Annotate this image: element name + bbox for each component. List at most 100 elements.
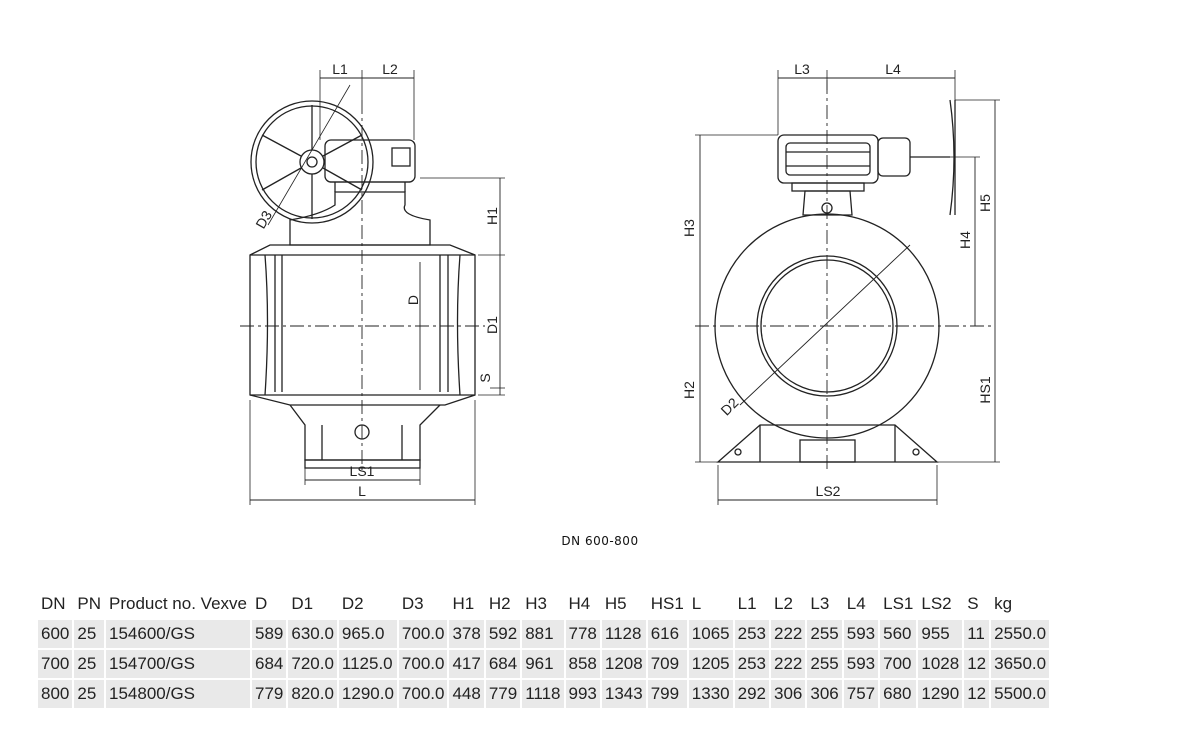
col-l4: L4 [846,594,866,613]
cell-d: 684 [251,650,287,678]
cell-dn: 800 [38,680,73,708]
cell-hs1: 709 [647,650,687,678]
cell-pn: 25 [74,680,104,708]
col-h5: H5 [604,594,627,613]
cell-l: 1330 [688,680,733,708]
cell-product-no: 154700/GS [106,650,250,678]
col-d2: D2 [341,594,364,613]
cell-d1: 820.0 [288,680,337,708]
col-d1: D1 [291,594,314,613]
front-view [240,70,505,505]
col-dn: DN [41,594,66,613]
cell-product-no: 154800/GS [106,680,250,708]
cell-h1: 378 [449,620,484,648]
cell-h3: 961 [522,650,564,678]
cell-h2: 684 [485,650,521,678]
side-view [695,70,1000,505]
label-S: S [477,373,493,382]
col-h1: H1 [452,594,475,613]
label-L2: L2 [382,61,398,77]
col-ls1: LS1 [883,594,914,613]
cell-h4: 993 [565,680,600,708]
cell-d2: 1290.0 [338,680,397,708]
cell-d1: 720.0 [288,650,337,678]
col-kg: kg [994,594,1013,613]
dimension-table: DN PN Product no. Vexve D D1 D2 D3 H1 H2… [36,590,1051,710]
cell-kg: 5500.0 [991,680,1050,708]
label-L4: L4 [885,61,901,77]
col-l: L [691,594,702,613]
col-l3: L3 [810,594,830,613]
label-LS2: LS2 [816,483,841,499]
cell-d: 589 [251,620,287,648]
cell-dn: 700 [38,650,73,678]
cell-ls2: 1028 [918,650,963,678]
cell-l3: 255 [807,620,842,648]
cell-l1: 292 [734,680,769,708]
label-L3: L3 [794,61,810,77]
cell-l3: 306 [807,680,842,708]
col-h4: H4 [568,594,591,613]
cell-h4: 858 [565,650,600,678]
col-product-no: Product no. Vexve [109,594,247,613]
label-D2: D2 [717,394,741,418]
cell-d1: 630.0 [288,620,337,648]
label-H3: H3 [681,219,697,237]
cell-d3: 700.0 [398,680,448,708]
cell-pn: 25 [74,650,104,678]
table-row: 800 25 154800/GS 779 820.0 1290.0 700.0 … [38,680,1050,708]
cell-ls1: 680 [880,680,917,708]
label-H1: H1 [484,207,500,225]
cell-h5: 1343 [601,680,646,708]
cell-l: 1065 [688,620,733,648]
cell-kg: 2550.0 [991,620,1050,648]
cell-hs1: 616 [647,620,687,648]
col-hs1: HS1 [650,594,684,613]
col-s: S [967,594,979,613]
dimension-labels: L1 L2 D3 H1 D D1 S LS1 L L3 L4 H3 H5 H4 … [252,61,993,499]
col-h3: H3 [525,594,547,613]
label-D: D [405,295,421,305]
cell-h2: 779 [485,680,521,708]
col-l1: L1 [737,594,757,613]
cell-dn: 600 [38,620,73,648]
cell-product-no: 154600/GS [106,620,250,648]
valve-technical-drawing: L1 L2 D3 H1 D D1 S LS1 L L3 L4 H3 H5 H4 … [240,61,1000,505]
cell-d3: 700.0 [398,650,448,678]
cell-l2: 222 [770,650,806,678]
cell-s: 11 [964,620,990,648]
cell-h5: 1128 [601,620,646,648]
col-ls2: LS2 [921,594,952,613]
cell-s: 12 [964,650,990,678]
col-pn: PN [77,594,101,613]
cell-l: 1205 [688,650,733,678]
table-header-row: DN PN Product no. Vexve D D1 D2 D3 H1 H2… [38,592,1049,618]
cell-l1: 253 [734,650,769,678]
table-row: 700 25 154700/GS 684 720.0 1125.0 700.0 … [38,650,1050,678]
cell-ls2: 955 [918,620,963,648]
cell-h2: 592 [485,620,521,648]
label-H2: H2 [681,381,697,399]
col-d3: D3 [401,594,424,613]
cell-ls2: 1290 [918,680,963,708]
cell-s: 12 [964,680,990,708]
cell-l1: 253 [734,620,769,648]
cell-d3: 700.0 [398,620,448,648]
drawing-caption: DN 600-800 [561,534,639,548]
cell-h3: 881 [522,620,564,648]
label-D3: D3 [252,208,275,232]
label-H5: H5 [977,194,993,212]
label-D1: D1 [484,316,500,334]
col-l2: L2 [773,594,793,613]
cell-d2: 965.0 [338,620,397,648]
cell-l4: 593 [843,650,879,678]
label-H4: H4 [957,231,973,249]
cell-l2: 306 [770,680,806,708]
table-row: 600 25 154600/GS 589 630.0 965.0 700.0 3… [38,620,1050,648]
col-h2: H2 [488,594,511,613]
cell-d2: 1125.0 [338,650,397,678]
cell-h5: 1208 [601,650,646,678]
label-L1: L1 [332,61,348,77]
cell-l2: 222 [770,620,806,648]
cell-ls1: 560 [880,620,917,648]
